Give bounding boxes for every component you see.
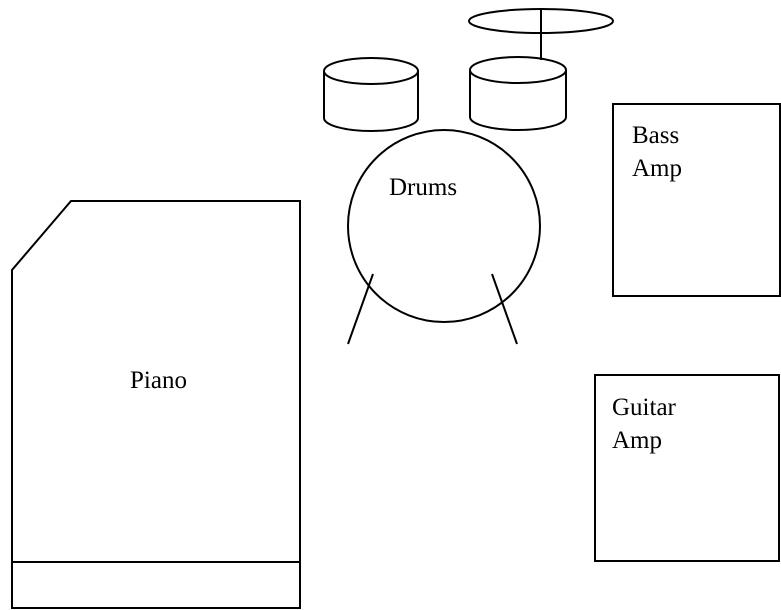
cymbal [468,8,614,60]
tom-drum-right-top [469,56,567,84]
guitar-amp-label-line2: Amp [612,427,662,454]
bass-drum [347,129,541,345]
bass-amp-label-line2: Amp [632,155,682,182]
tom-drum-left [323,57,419,132]
bass-drum-leg-right [491,273,518,345]
bass-amp-label: Bass Amp [632,119,682,185]
bass-amp-label-line1: Bass [632,122,680,149]
bass-amp-box [612,103,781,297]
drums-label: Drums [389,174,458,201]
tom-drum-left-top [323,57,419,85]
tom-drum-right-body [469,70,567,131]
guitar-amp-label-line1: Guitar [612,394,676,421]
bass-drum-leg-left [347,273,374,345]
guitar-amp-box [594,374,780,562]
tom-drum-left-body [323,71,419,132]
piano-body [11,200,301,609]
piano [11,200,301,609]
piano-label: Piano [130,367,187,394]
bass-drum-shell [347,129,541,323]
guitar-amp-label: Guitar Amp [612,391,676,457]
tom-drum-right [469,56,567,131]
